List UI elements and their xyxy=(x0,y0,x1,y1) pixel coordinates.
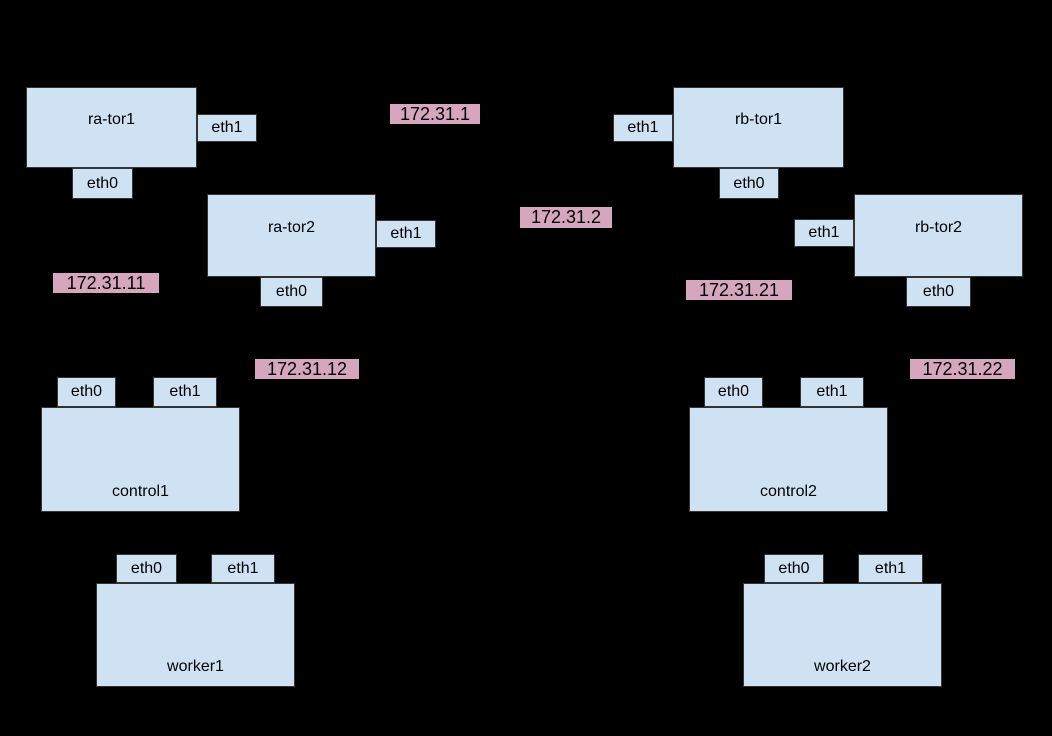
node-label-worker2: worker2 xyxy=(814,658,871,675)
port-label-rb-tor1-eth0: eth0 xyxy=(733,174,765,192)
node-control1: control1 xyxy=(41,407,240,512)
node-worker2: worker2 xyxy=(743,583,942,687)
port-ra-tor2-eth1: eth1 xyxy=(376,220,436,248)
node-control2: control2 xyxy=(689,407,888,512)
port-label-rb-tor2-eth0: eth0 xyxy=(922,283,955,300)
port-label-rb-tor1-eth1: eth1 xyxy=(627,119,659,136)
node-worker1: worker1 xyxy=(96,583,295,687)
port-rb-tor1-eth1: eth1 xyxy=(613,114,673,142)
port-label-rb-tor2-eth1: eth1 xyxy=(808,224,840,241)
port-rb-tor2-eth0: eth0 xyxy=(906,277,971,307)
node-ra-tor1: ra-tor1 xyxy=(26,87,197,168)
port-label-control1-eth0: eth0 xyxy=(70,383,103,400)
port-label-ra-tor2-eth1: eth1 xyxy=(390,225,422,242)
port-rb-tor2-eth1: eth1 xyxy=(794,219,854,247)
node-label-worker1: worker1 xyxy=(167,658,224,675)
port-rb-tor1-eth0: eth0 xyxy=(719,168,779,199)
port-label-worker2-eth1: eth1 xyxy=(874,559,907,577)
node-label-rb-tor2: rb-tor2 xyxy=(914,219,963,236)
node-label-ra-tor1: ra-tor1 xyxy=(87,111,136,128)
port-label-worker1-eth0: eth0 xyxy=(130,559,163,577)
port-label-control2-eth1: eth1 xyxy=(816,383,848,400)
port-worker2-eth1: eth1 xyxy=(858,554,923,583)
ip-label-172-31-21: 172.31.21 xyxy=(686,280,792,300)
node-label-ra-tor2: ra-tor2 xyxy=(267,219,316,236)
port-control2-eth1: eth1 xyxy=(800,377,864,407)
node-label-rb-tor1: rb-tor1 xyxy=(734,111,783,128)
port-worker1-eth0: eth0 xyxy=(116,554,177,583)
port-label-ra-tor2-eth0: eth0 xyxy=(275,283,308,300)
ip-label-172-31-12: 172.31.12 xyxy=(255,359,359,379)
port-ra-tor2-eth0: eth0 xyxy=(260,277,323,307)
port-ra-tor1-eth1: eth1 xyxy=(197,114,257,142)
port-control1-eth1: eth1 xyxy=(153,377,217,407)
port-label-ra-tor1-eth1: eth1 xyxy=(211,119,243,136)
port-worker1-eth1: eth1 xyxy=(211,554,275,583)
ip-label-172-31-11: 172.31.11 xyxy=(53,273,159,293)
port-control1-eth0: eth0 xyxy=(57,377,116,407)
node-label-control1: control1 xyxy=(112,483,169,500)
ip-label-172-31-1: 172.31.1 xyxy=(390,104,480,124)
node-ra-tor2: ra-tor2 xyxy=(207,194,376,277)
port-label-worker2-eth0: eth0 xyxy=(778,559,810,577)
port-worker2-eth0: eth0 xyxy=(764,554,824,583)
port-control2-eth0: eth0 xyxy=(704,377,763,407)
node-rb-tor2: rb-tor2 xyxy=(854,194,1023,277)
port-label-control1-eth1: eth1 xyxy=(169,383,201,400)
node-label-control2: control2 xyxy=(760,483,817,500)
port-ra-tor1-eth0: eth0 xyxy=(72,168,133,199)
port-label-ra-tor1-eth0: eth0 xyxy=(86,174,119,192)
ip-label-172-31-2: 172.31.2 xyxy=(520,207,612,228)
port-label-control2-eth0: eth0 xyxy=(717,383,750,400)
port-label-worker1-eth1: eth1 xyxy=(227,559,259,577)
ip-label-172-31-22: 172.31.22 xyxy=(910,359,1015,379)
node-rb-tor1: rb-tor1 xyxy=(673,87,844,168)
